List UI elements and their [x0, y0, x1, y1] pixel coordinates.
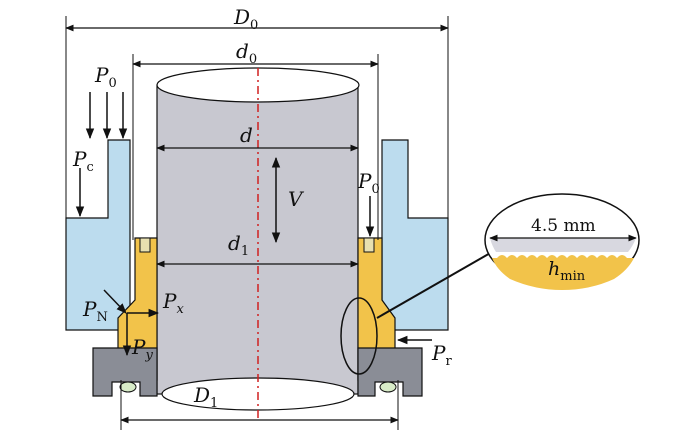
PN-label: PN [82, 297, 108, 325]
left-o-ring [119, 381, 137, 393]
V-label: V [288, 187, 305, 211]
right-gland [357, 347, 423, 397]
d0-label: d0 [236, 39, 257, 67]
P0-left-label: P0 [94, 63, 117, 91]
D0-label: D0 [233, 5, 258, 33]
PN-arrow [103, 289, 127, 314]
d1-label: d1 [228, 231, 249, 259]
left-gland [92, 347, 158, 397]
Px-label: Px [162, 289, 184, 317]
hmin-label: hmin [548, 258, 586, 284]
Pc-label: Pc [72, 147, 94, 175]
left-fluid-chamber [65, 139, 131, 331]
P0-right-label: P0 [357, 169, 380, 197]
callout-leader [376, 251, 493, 319]
left-seal-lip [139, 237, 151, 253]
contact-zone-marker [340, 297, 378, 375]
D1-label: D1 [193, 383, 218, 411]
Pr-label: Pr [431, 341, 452, 369]
rod-body [156, 84, 359, 395]
detail-rod-surface [490, 238, 636, 252]
right-fluid-chamber [381, 139, 449, 331]
d-label: d [240, 123, 253, 147]
right-seal-lip [363, 237, 375, 253]
Py-label: Py [131, 335, 153, 363]
detail-dimension-label: 4.5 mm [531, 216, 596, 236]
detail-seal-region [492, 255, 634, 290]
right-o-ring [379, 381, 397, 393]
